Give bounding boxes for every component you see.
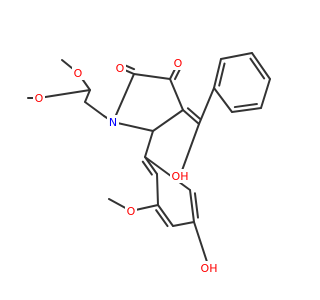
bond-lines xyxy=(27,52,271,269)
bond-line xyxy=(189,189,195,223)
double-bond-line xyxy=(186,107,202,120)
double-bond-line xyxy=(193,192,199,219)
double-bond-line xyxy=(249,57,266,80)
bond-line xyxy=(213,87,233,113)
atom-label-o-mid-left: O xyxy=(35,92,44,105)
atom-label-background xyxy=(199,261,219,275)
atom-label-o-methoxy-aryl: O xyxy=(127,205,136,218)
bond-line xyxy=(144,156,158,175)
atom-label-background xyxy=(33,91,45,105)
bond-line xyxy=(152,109,184,132)
bond-line xyxy=(38,89,91,99)
bond-line xyxy=(213,58,222,89)
bond-line xyxy=(251,52,271,80)
bond-line xyxy=(169,78,184,111)
chemical-structure-diagram: O O O O N OH O OH xyxy=(27,52,271,275)
bond-line xyxy=(179,123,200,177)
atom-label-background xyxy=(107,115,119,129)
double-bond-line xyxy=(218,62,226,87)
bond-line xyxy=(144,156,191,191)
bond-line xyxy=(172,221,195,227)
bond-line xyxy=(231,107,262,113)
atom-label-background xyxy=(72,66,84,80)
bond-line xyxy=(182,109,200,125)
atom-label-o-ketone-3: O xyxy=(174,57,183,70)
atom-label-n-ring: N xyxy=(109,116,117,129)
atom-label-o-top-left: O xyxy=(74,67,83,80)
bond-line xyxy=(157,204,174,227)
atom-label-background xyxy=(114,61,126,75)
bond-line xyxy=(112,73,135,123)
bond-line xyxy=(84,89,91,103)
bond-line xyxy=(193,221,210,269)
atom-label-background xyxy=(125,204,137,218)
double-bond-line xyxy=(155,209,169,228)
atom-label-background xyxy=(170,169,190,183)
double-bond-line xyxy=(141,160,153,176)
bond-line xyxy=(220,52,253,60)
atom-labels: O O O O N OH O OH xyxy=(33,56,219,275)
bond-line xyxy=(84,101,105,117)
atom-label-background xyxy=(172,56,184,70)
atom-label-o-ketone-2: O xyxy=(116,62,125,75)
bond-line xyxy=(112,121,154,132)
atom-label-oh-phenol: OH xyxy=(201,262,218,275)
bond-line xyxy=(144,130,154,158)
atom-label-oh-enol: OH xyxy=(172,170,189,183)
bond-line xyxy=(156,173,159,206)
double-bond-line xyxy=(233,103,258,109)
bond-line xyxy=(198,87,215,125)
bond-line xyxy=(133,73,171,80)
bond-line xyxy=(260,78,271,109)
